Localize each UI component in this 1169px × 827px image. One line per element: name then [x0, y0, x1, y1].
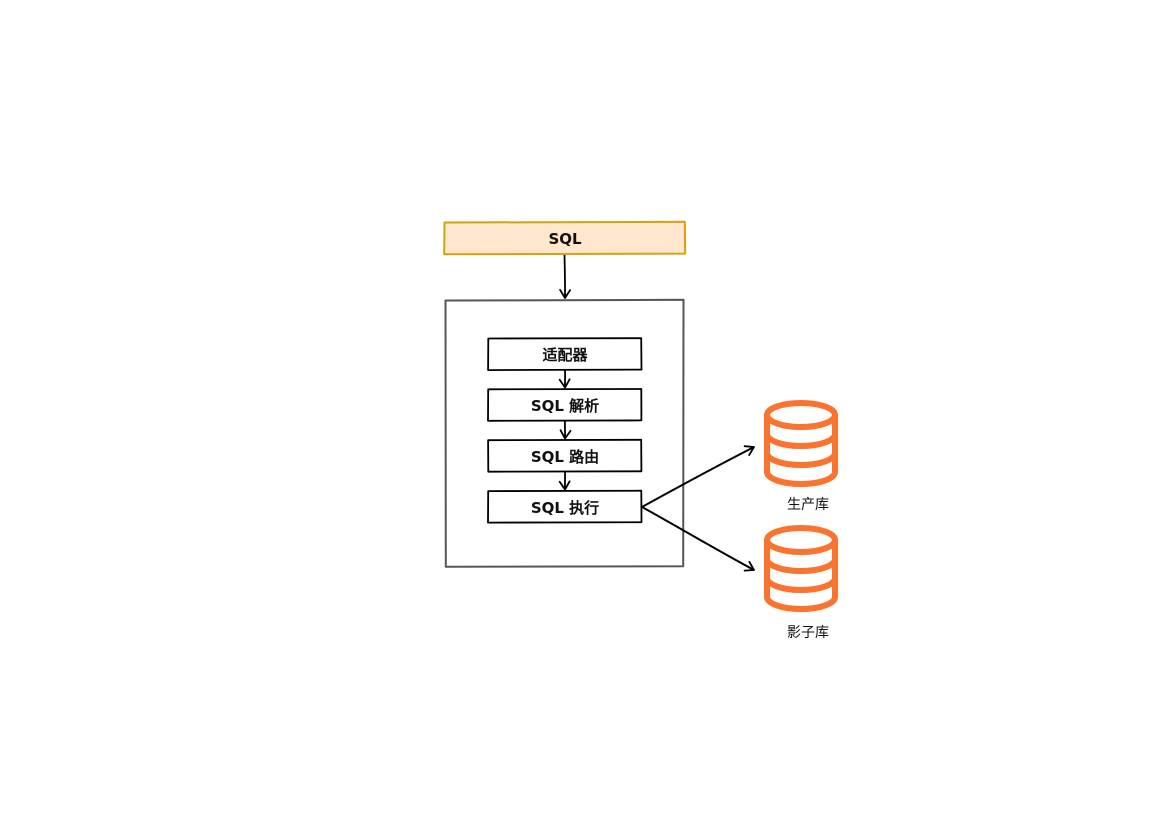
step-route: SQL 路由: [487, 438, 643, 473]
step-execute: SQL 执行: [487, 489, 643, 524]
step-adapter: 适配器: [487, 337, 643, 371]
step-execute-box: [487, 489, 643, 524]
shadow-db-label: 影子库: [787, 625, 829, 641]
production-db: 生产库: [764, 400, 838, 513]
step-adapter-box: [487, 337, 643, 371]
step-route-box: [487, 438, 643, 473]
arrow-execute-to-production: [641, 445, 755, 508]
step-execute-label: SQL 执行: [531, 499, 599, 517]
sql-input-label: SQL: [548, 230, 582, 248]
shadow-db: 影子库: [764, 525, 838, 641]
sql-input-node: SQL: [443, 220, 687, 256]
production-db-icon: [764, 400, 838, 487]
arrow-sql-to-engine: [559, 254, 572, 299]
step-route-label: SQL 路由: [531, 448, 599, 466]
step-parse-box: [487, 388, 643, 422]
production-db-label: 生产库: [787, 497, 829, 513]
sql-input-box: [443, 220, 687, 256]
arrow-execute-to-shadow: [641, 506, 755, 572]
step-parse-label: SQL 解析: [531, 397, 599, 415]
step-adapter-label: 适配器: [542, 346, 588, 364]
shadow-db-icon: [764, 525, 838, 612]
step-parse: SQL 解析: [487, 388, 643, 422]
